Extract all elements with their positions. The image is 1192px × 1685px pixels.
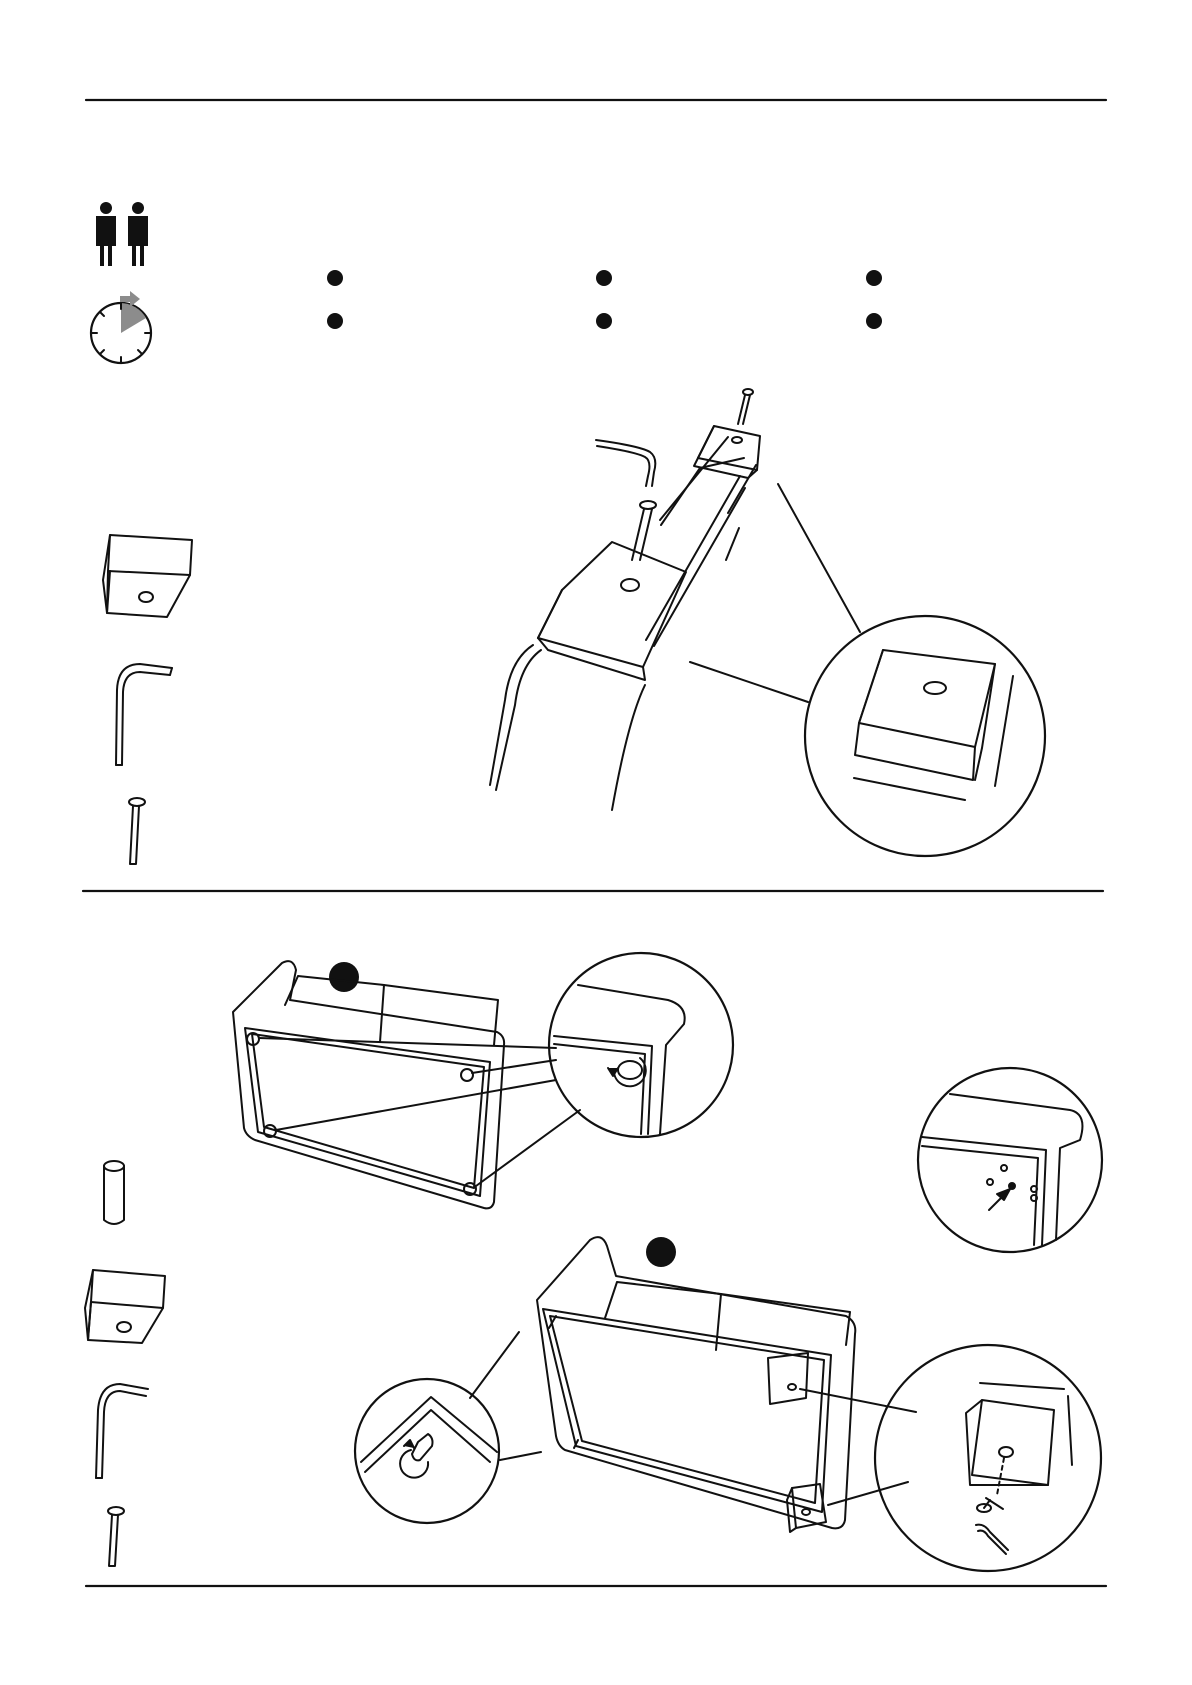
bullet [327, 313, 343, 329]
timer-icon [91, 291, 151, 363]
step-1-frame-drawing [490, 389, 760, 810]
leader-line [778, 484, 860, 632]
sub-step-marker [646, 1237, 676, 1267]
leader-line [259, 1038, 580, 1186]
allen-key-icon [96, 1384, 148, 1478]
leader-line [470, 1332, 916, 1505]
sub-step-marker [329, 962, 359, 992]
bullet [866, 313, 882, 329]
allen-key-icon [116, 664, 172, 765]
bolt-icon [108, 1507, 124, 1566]
foot-bolt-zoom-detail [875, 1345, 1101, 1571]
step-1-zoom-detail [805, 616, 1045, 856]
step-2b-panel-drawing [537, 1237, 855, 1532]
two-persons-icon [96, 202, 148, 266]
block-foot-icon [85, 1270, 165, 1343]
block-foot-icon [103, 535, 192, 617]
step-2a-panel-drawing [233, 961, 504, 1208]
dowel-icon [104, 1161, 124, 1224]
bullet [866, 270, 882, 286]
bullet-grid [327, 270, 882, 329]
hole-position-zoom [918, 1068, 1102, 1252]
leader-line [690, 662, 808, 702]
bullet [596, 313, 612, 329]
bolt-icon [129, 798, 145, 864]
bullet [596, 270, 612, 286]
bullet [327, 270, 343, 286]
step-2a-zoom-detail [549, 953, 733, 1137]
dowel-zoom-detail [355, 1379, 499, 1523]
